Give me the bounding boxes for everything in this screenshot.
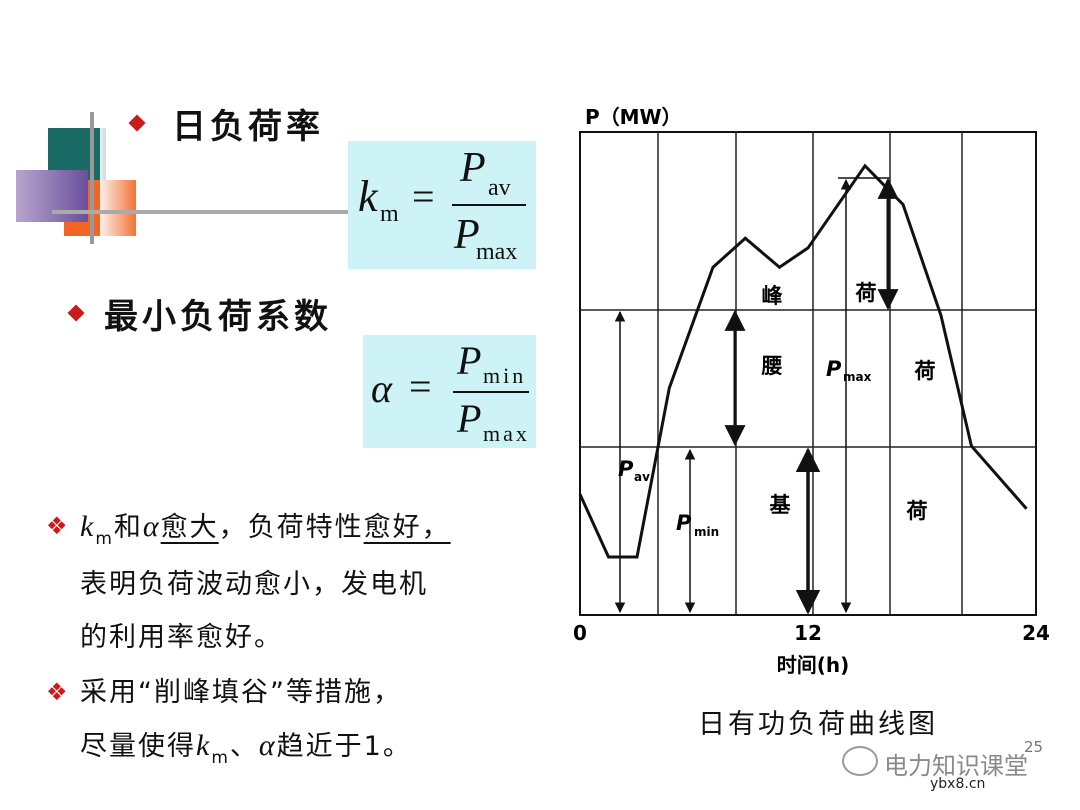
svg-text:min: min	[694, 525, 719, 539]
formula-alpha-den: P	[457, 396, 482, 441]
load-curve	[578, 163, 1028, 559]
region-peak-label-1: 峰	[762, 284, 783, 308]
note1-line2: 表明负荷波动愈小，发电机	[80, 569, 428, 600]
svg-text:P: P	[826, 357, 842, 381]
svg-text:av: av	[634, 470, 650, 484]
formula-km-num: P	[460, 145, 486, 191]
formula-km-lhs-sub: m	[380, 201, 399, 227]
region-base-label-2: 荷	[907, 499, 928, 523]
region-waist-label-2: 荷	[915, 359, 936, 383]
formula-alpha-num-sub: min	[483, 363, 527, 388]
formula-km-den-sub: max	[476, 239, 518, 265]
annotation-pav: P av	[618, 457, 650, 484]
svg-text:P: P	[618, 457, 634, 481]
note2-alpha: α	[258, 729, 277, 762]
note2-line1: 采用“削峰填谷”等措施，	[80, 677, 402, 708]
watermark-page-number: 25	[1024, 738, 1044, 756]
note1-mid: ，负荷特性	[218, 512, 364, 543]
formula-alpha-num: P	[457, 338, 482, 383]
note2-km: k	[196, 729, 212, 762]
watermark-site: ybx8.cn	[930, 776, 986, 792]
annotation-pmin: P min	[676, 511, 719, 539]
note1-and: 和	[113, 512, 143, 543]
x-tick-label: 12	[794, 621, 822, 645]
formula-alpha-eq: =	[409, 364, 432, 409]
heading-min-load-coefficient: 最小负荷系数	[104, 297, 332, 337]
watermark-brand: 电力知识课堂	[884, 752, 1028, 780]
formula-km-lhs: k	[358, 172, 378, 221]
note-km-alpha: km和α愈大，负荷特性愈好， 表明负荷波动愈小，发电机 的利用率愈好。	[80, 500, 550, 664]
chart-caption: 日有功负荷曲线图	[698, 709, 938, 740]
note1-alpha: α	[142, 510, 161, 543]
note1-line3: 的利用率愈好。	[80, 622, 283, 653]
formula-km-num-sub: av	[488, 175, 511, 201]
formula-km-den: P	[454, 212, 480, 258]
x-axis-label: 时间(h)	[777, 653, 850, 677]
region-base-label-1: 基	[770, 493, 792, 517]
plot-frame	[579, 131, 1037, 616]
svg-text:max: max	[843, 370, 872, 384]
note1-bigger: 愈大	[160, 512, 219, 543]
x-tick-label: 24	[1022, 621, 1050, 645]
watermark-logo-icon	[842, 746, 878, 776]
note-peak-shaving: 采用“削峰填谷”等措施， 尽量使得km、α趋近于1。	[80, 666, 550, 777]
formula-km-eq: =	[412, 174, 435, 219]
region-waist-label-1: 腰	[761, 354, 783, 378]
bullet-star: ❖	[46, 512, 68, 540]
x-tick-label: 0	[573, 621, 587, 645]
note1-line1: km和α愈大，负荷特性愈好，	[80, 500, 550, 558]
chart-arrows	[614, 177, 899, 615]
formula-alpha-lhs: α	[371, 366, 392, 411]
region-peak-label-2: 荷	[856, 281, 877, 305]
note2-pre: 尽量使得	[80, 731, 196, 762]
note1-km: k	[80, 510, 96, 543]
note1-better: 愈好，	[363, 512, 451, 543]
formula-alpha: α = P min P max	[363, 335, 536, 448]
note2-sep: 、	[229, 731, 259, 762]
note2-line2: 尽量使得km、α趋近于1。	[80, 719, 550, 777]
heading-daily-load-rate: 日负荷率	[172, 107, 324, 147]
bullet-star: ❖	[46, 678, 68, 706]
annotation-pmax: P max	[826, 357, 872, 384]
note1-km-sub: m	[95, 529, 114, 549]
note2-km-sub: m	[211, 748, 230, 768]
svg-text:P: P	[676, 511, 692, 535]
note2-post: 趋近于1。	[276, 731, 412, 762]
fraction-bar	[453, 391, 529, 393]
y-axis-label: P（MW）	[585, 105, 682, 129]
formula-km: k m = P av P max	[348, 141, 536, 269]
fraction-bar	[452, 204, 526, 206]
formula-alpha-den-sub: max	[483, 421, 530, 446]
